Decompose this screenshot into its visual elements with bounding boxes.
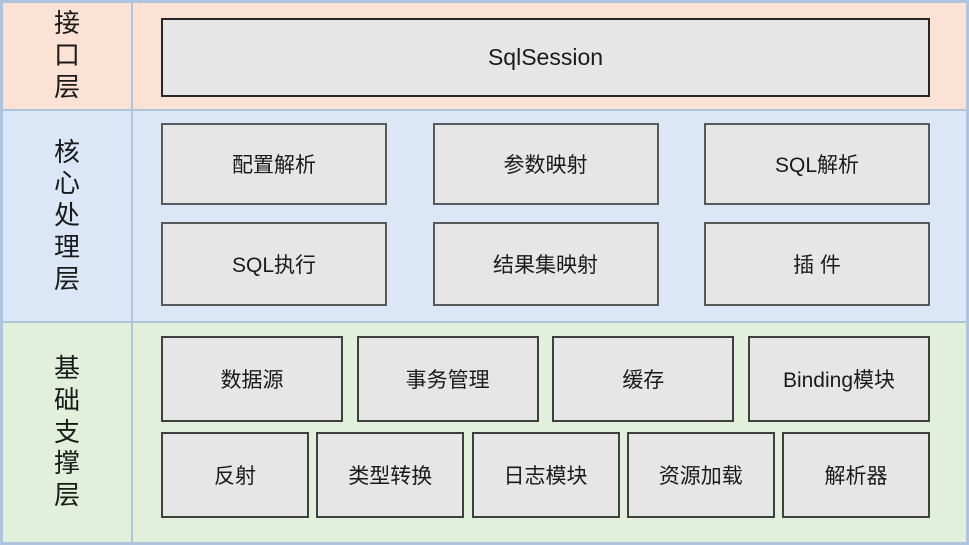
layer-label-column-interface: 接口层 [3,3,133,109]
layer-content-base: 数据源 事务管理 缓存 Binding模块 反射 类型转换 日志模块 资源加载 … [133,323,966,542]
box-config-parsing: 配置解析 [161,123,387,205]
base-row-2: 反射 类型转换 日志模块 资源加载 解析器 [161,432,930,518]
core-row-1: 配置解析 参数映射 SQL解析 [161,123,930,205]
box-sqlsession: SqlSession [161,18,930,97]
box-datasource: 数据源 [161,336,343,422]
layer-content-core: 配置解析 参数映射 SQL解析 SQL执行 结果集映射 插 件 [133,111,966,321]
box-sql-parsing: SQL解析 [704,123,930,205]
layer-content-interface: SqlSession [133,3,966,109]
layer-interface: 接口层 SqlSession [3,3,966,109]
box-plugin: 插 件 [704,222,930,306]
core-row-2: SQL执行 结果集映射 插 件 [161,222,930,306]
layer-base-support: 基础支撑层 数据源 事务管理 缓存 Binding模块 反射 类型转换 日志模块… [3,321,966,542]
box-sql-execution: SQL执行 [161,222,387,306]
box-transaction-management: 事务管理 [356,336,539,422]
box-parameter-mapping: 参数映射 [432,123,659,205]
box-resultset-mapping: 结果集映射 [432,222,659,306]
box-resource-loading: 资源加载 [626,432,775,518]
box-binding-module: Binding模块 [747,336,930,422]
box-type-conversion: 类型转换 [316,432,465,518]
box-parser: 解析器 [782,432,930,518]
layer-label-base-support: 基础支撑层 [53,353,80,511]
base-row-1: 数据源 事务管理 缓存 Binding模块 [161,336,930,422]
layer-label-column-core: 核心处理层 [3,111,133,321]
layer-label-column-base: 基础支撑层 [3,323,133,542]
box-cache: 缓存 [552,336,735,422]
layer-label-core-processing: 核心处理层 [53,136,80,294]
box-logging-module: 日志模块 [471,432,620,518]
box-reflection: 反射 [161,432,309,518]
layer-label-interface: 接口层 [53,8,80,102]
layer-core-processing: 核心处理层 配置解析 参数映射 SQL解析 SQL执行 结果集映射 插 件 [3,109,966,321]
